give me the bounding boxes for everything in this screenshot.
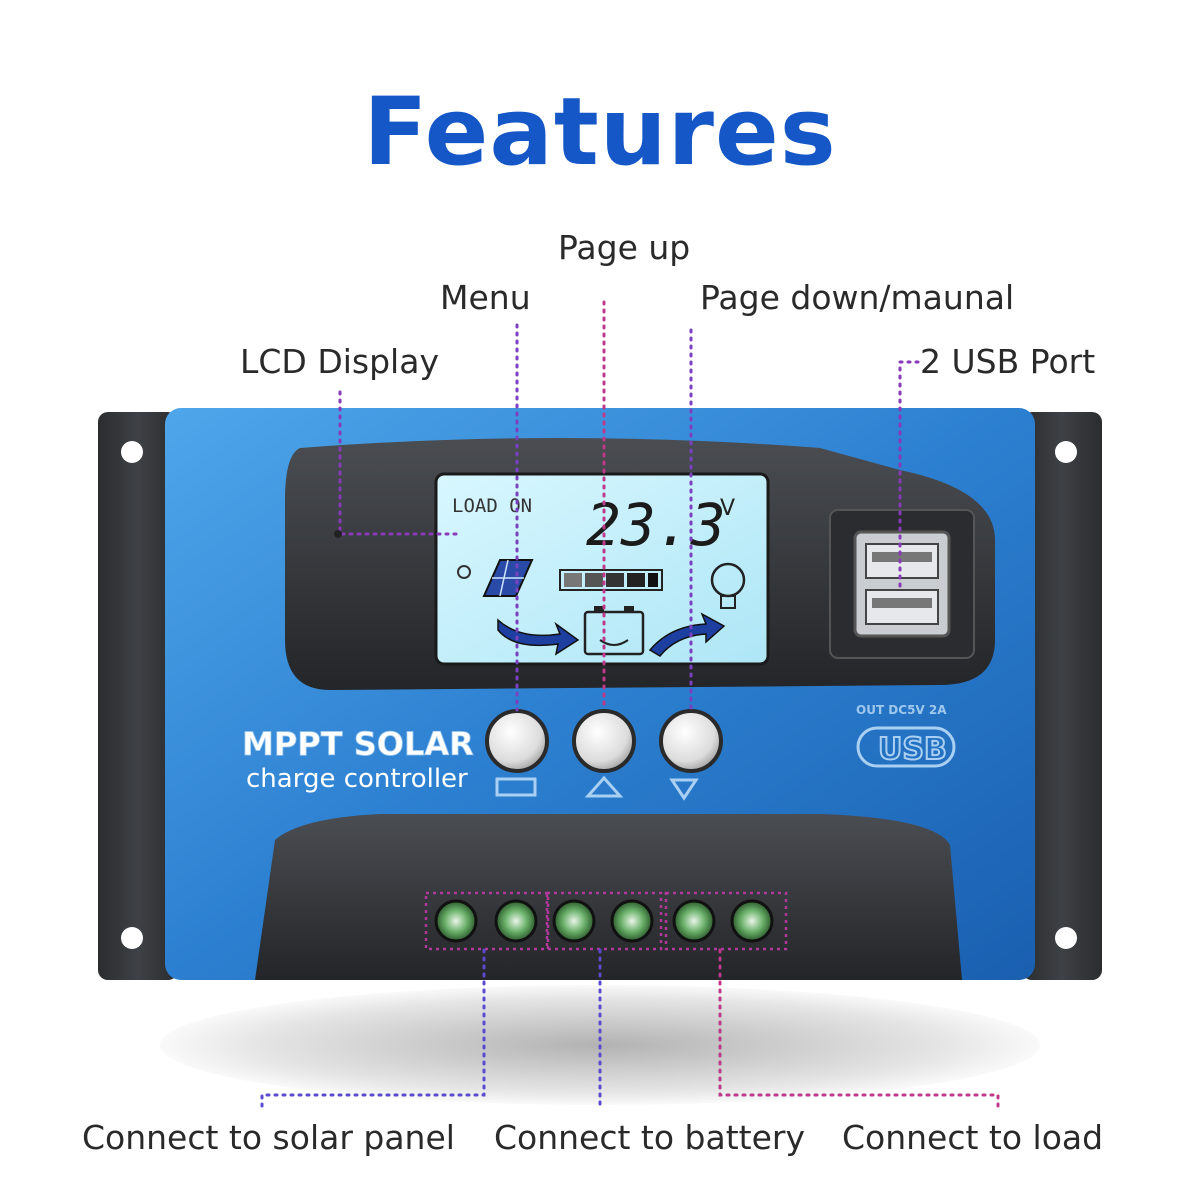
discharge-arrow-icon: [648, 612, 726, 657]
right-mounting-bracket: [1022, 412, 1102, 980]
battery-terminals: [545, 891, 663, 951]
lcd-load-status: LOAD ON: [452, 495, 532, 517]
menu-callout: Menu: [440, 278, 531, 317]
usb-port-module: [829, 509, 975, 659]
page-up-callout: Page up: [558, 228, 691, 267]
page-down-callout: Page down/maunal: [700, 278, 1015, 317]
solar-leader-line: [260, 948, 486, 1114]
lcd-voltage-readout: 23.3: [586, 491, 726, 559]
up-arrow-icon: [584, 775, 624, 798]
leader-lines: [260, 300, 1000, 1114]
page-title: Features: [363, 78, 837, 187]
usb-leader-line: [898, 360, 920, 592]
load-leader-line: [718, 948, 1000, 1114]
lcd-leader-line: [338, 390, 464, 536]
usb-logo: USB: [856, 726, 956, 768]
usb-rating-text: OUT DC5V 2A: [856, 703, 947, 717]
lcd-screen: LOAD ON 23.3 V: [434, 472, 770, 666]
svg-text:USB: USB: [878, 732, 947, 767]
brand-line-1: MPPT SOLAR: [242, 725, 474, 763]
brand-line-2: charge controller: [246, 764, 468, 794]
usb-port-callout: 2 USB Port: [920, 342, 1096, 381]
battery-face-icon: [583, 606, 645, 656]
left-mounting-bracket: [98, 412, 178, 980]
down-arrow-icon: [669, 778, 699, 801]
battery-level-icon: [559, 569, 663, 591]
solar-panel-callout: Connect to solar panel: [82, 1118, 455, 1157]
page-down-button[interactable]: [659, 709, 723, 773]
load-terminals: [664, 891, 788, 951]
menu-button-icon: [495, 777, 537, 797]
terminal-panel: [255, 814, 962, 980]
battery-callout: Connect to battery: [494, 1118, 806, 1157]
lightbulb-icon: [710, 562, 746, 609]
lcd-voltage-unit: V: [720, 496, 735, 521]
lcd-display-callout: LCD Display: [240, 342, 439, 381]
menu-button[interactable]: [485, 709, 549, 773]
load-callout: Connect to load: [842, 1118, 1104, 1157]
page-up-button[interactable]: [572, 709, 636, 773]
solar-panel-icon: [457, 559, 534, 597]
solar-panel-terminals: [424, 891, 550, 951]
